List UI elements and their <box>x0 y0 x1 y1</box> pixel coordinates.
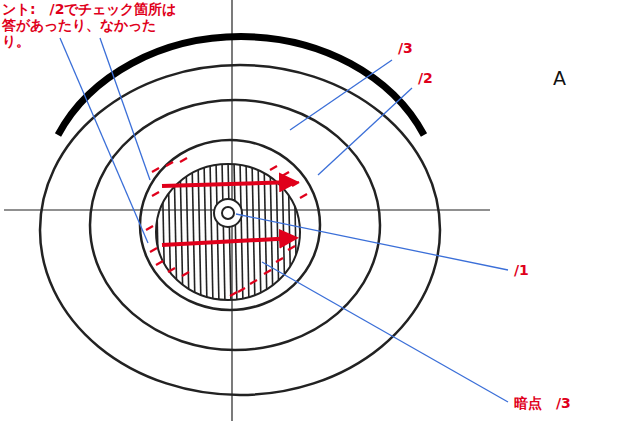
check-tick <box>230 292 237 296</box>
check-tick <box>270 166 277 170</box>
hatch-line <box>150 160 153 305</box>
note-text: ント: /2でチェック箇所は 答があったり、なかったり。 <box>2 1 179 49</box>
leader-line <box>100 38 150 180</box>
hatch-line <box>174 160 177 305</box>
check-tick <box>264 270 271 274</box>
hatch-line <box>216 160 219 305</box>
callout-number: /3 <box>398 40 413 56</box>
check-tick <box>166 162 173 166</box>
leader-line <box>290 60 392 130</box>
check-tick <box>238 288 245 292</box>
check-tick <box>146 226 153 230</box>
thick-isopter-arc <box>58 37 424 135</box>
check-tick <box>152 192 159 196</box>
check-tick <box>182 272 189 276</box>
hatch-line <box>234 160 237 305</box>
scotoma-hatching <box>150 160 303 305</box>
hatch-line <box>162 160 165 305</box>
callout-number: /1 <box>514 262 529 278</box>
center-ring <box>214 199 242 227</box>
hatch-line <box>168 160 171 305</box>
hatch-line <box>198 160 201 305</box>
leader-line <box>60 38 148 243</box>
check-tick <box>276 258 283 262</box>
check-tick <box>300 194 307 198</box>
red-arrow <box>162 238 295 245</box>
leader-line <box>318 88 412 175</box>
check-ticks <box>146 158 307 296</box>
red-arrow <box>162 182 295 186</box>
hatch-line <box>210 160 213 305</box>
check-tick <box>288 246 295 250</box>
scotoma-label: 暗点 /3 <box>514 395 571 411</box>
hatch-line <box>192 160 195 305</box>
hatch-line <box>222 160 225 305</box>
hatch-line <box>186 160 189 305</box>
inner-isopter <box>140 140 320 310</box>
check-tick <box>152 168 159 172</box>
center-dot <box>222 207 234 219</box>
leader-line <box>262 262 508 402</box>
check-tick <box>168 268 175 272</box>
check-tick <box>156 261 163 265</box>
check-tick <box>250 280 257 284</box>
leader-line <box>236 214 508 270</box>
check-tick <box>282 172 289 176</box>
outer-isopter <box>40 65 440 395</box>
scotoma-outline <box>156 164 300 300</box>
hatch-line <box>228 160 231 305</box>
hatch-line <box>204 160 207 305</box>
check-tick <box>180 158 187 162</box>
middle-isopter <box>90 100 380 350</box>
field-letter: A <box>553 68 566 90</box>
check-tick <box>150 248 157 252</box>
callout-number: /2 <box>418 70 433 86</box>
